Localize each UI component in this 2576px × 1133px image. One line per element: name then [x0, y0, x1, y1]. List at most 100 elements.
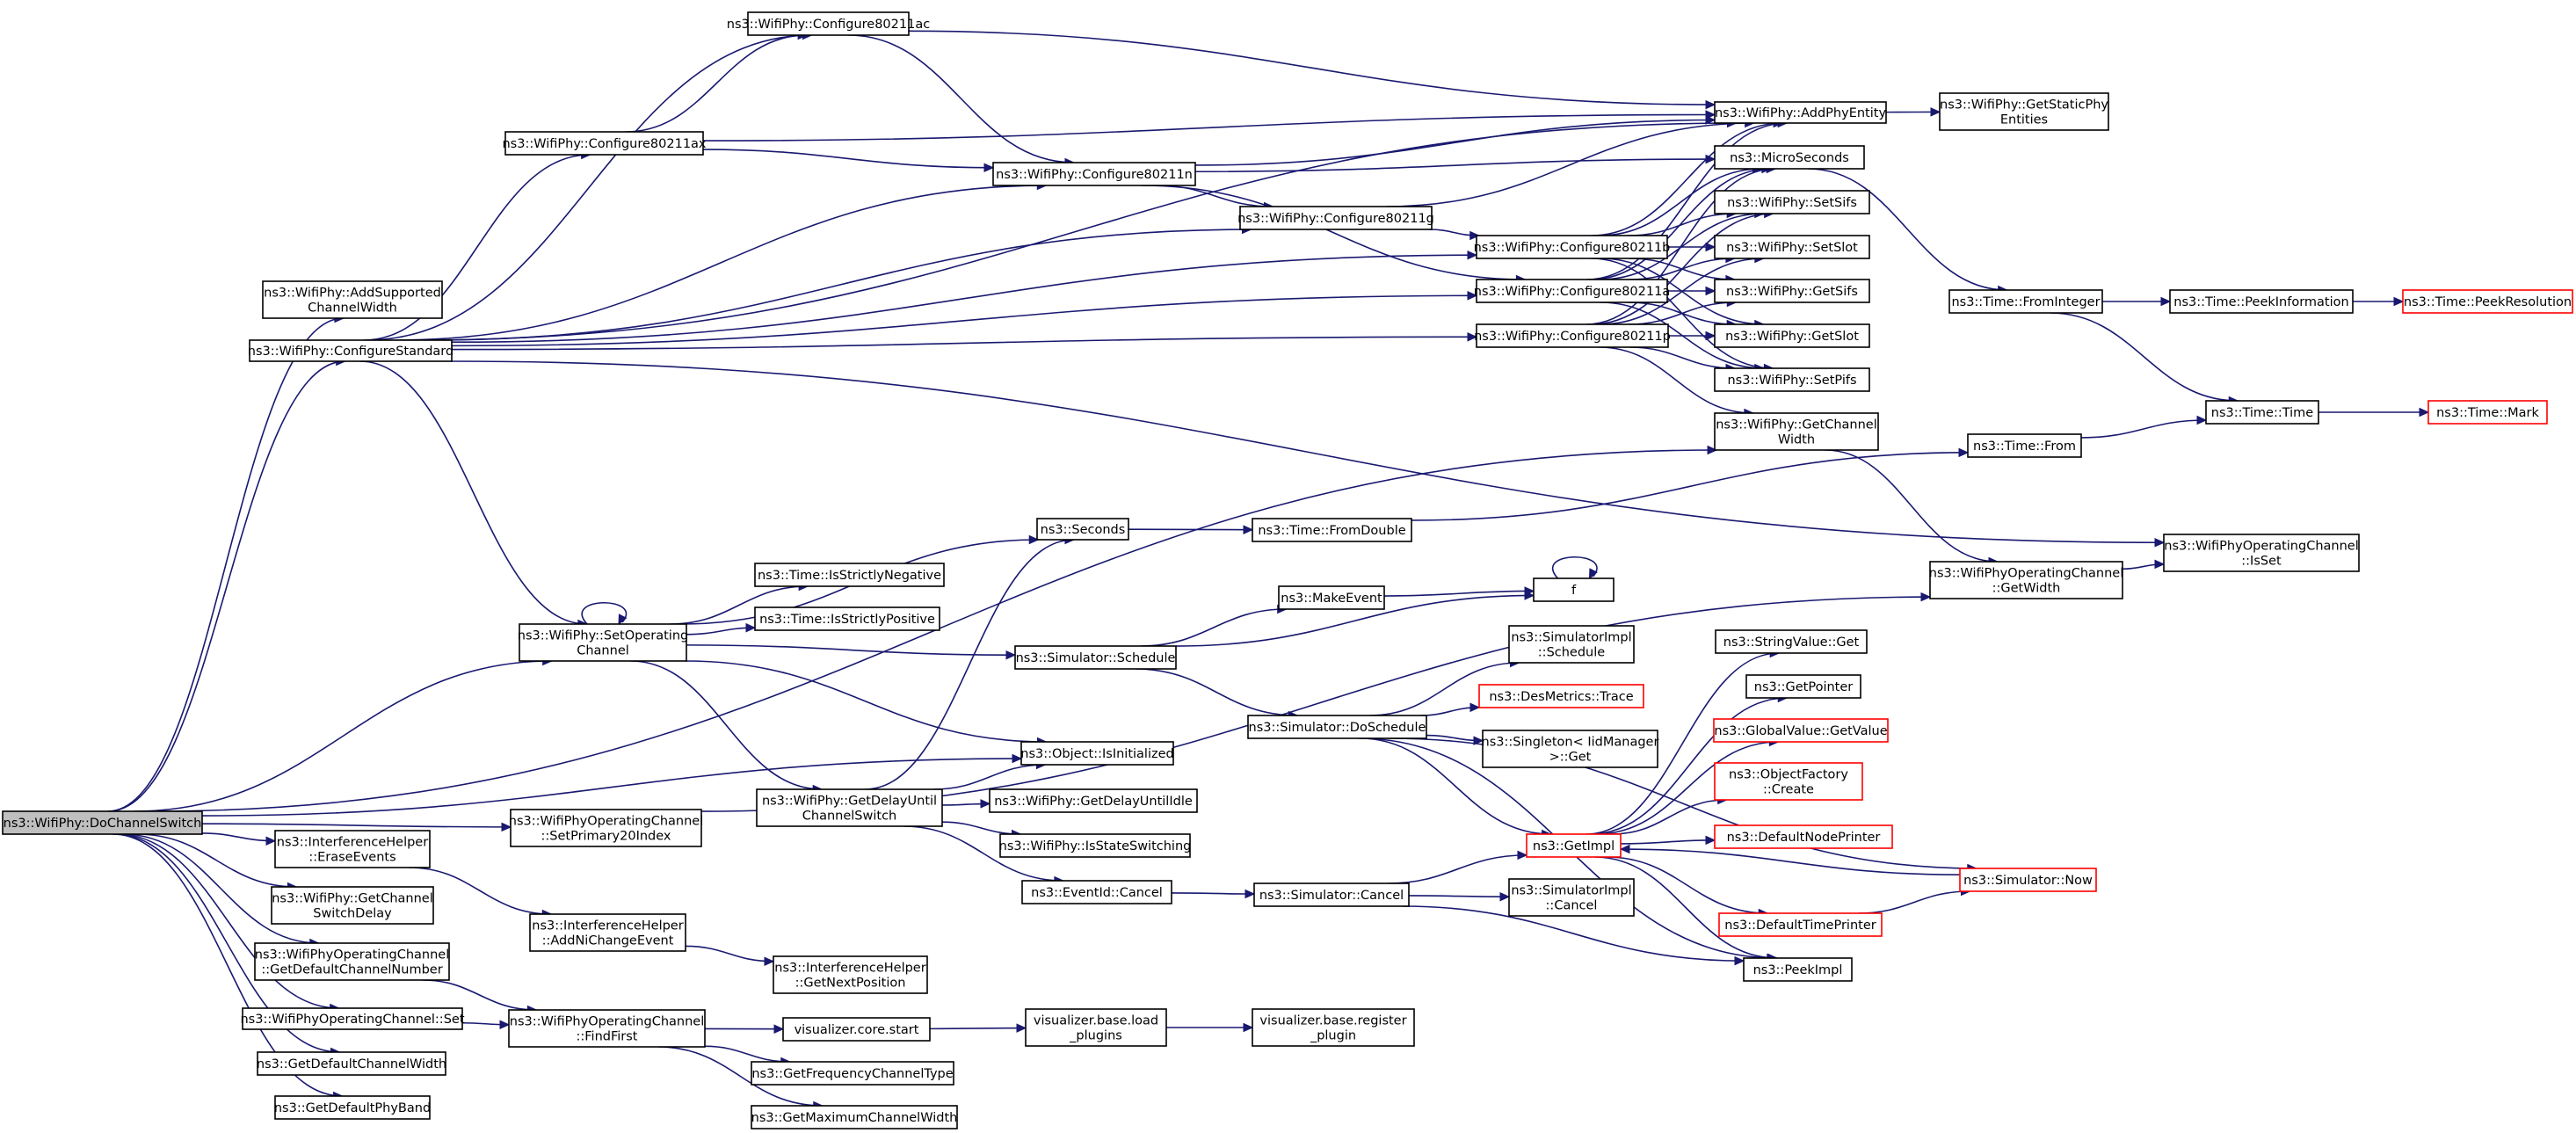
arrowhead: [1243, 1022, 1254, 1033]
edge-configure80211g-to-configure80211b: [1428, 229, 1480, 241]
node-simDoSchedule[interactable]: ns3::Simulator::DoSchedule: [1247, 715, 1427, 739]
node-label-configure80211a: ns3::WifiPhy::Configure80211a: [1474, 285, 1670, 299]
node-configure80211a[interactable]: ns3::WifiPhy::Configure80211a: [1474, 279, 1670, 303]
arrowhead: [2160, 296, 2172, 307]
arrowhead: [1734, 955, 1745, 966]
node-configure80211g[interactable]: ns3::WifiPhy::Configure80211g: [1237, 206, 1434, 230]
node-configure80211ax[interactable]: ns3::WifiPhy::Configure80211ax: [502, 131, 707, 156]
node-opChannelGetWidth[interactable]: ns3::WifiPhyOperatingChannel::GetWidth: [1929, 561, 2123, 599]
node-peekInformation[interactable]: ns3::Time::PeekInformation: [2169, 289, 2354, 314]
node-configure80211ac[interactable]: ns3::WifiPhy::Configure80211ac: [727, 11, 930, 36]
node-eraseEvents[interactable]: ns3::InterferenceHelper::EraseEvents: [274, 830, 431, 868]
arrowhead: [1469, 702, 1481, 713]
node-timeTime[interactable]: ns3::Time::Time: [2205, 400, 2319, 425]
node-desMetricsTrace[interactable]: ns3::DesMetrics::Trace: [1478, 684, 1644, 708]
arrowhead: [618, 614, 628, 626]
node-getDefaultPhyBand[interactable]: ns3::GetDefaultPhyBand: [274, 1095, 431, 1120]
node-singletonGet[interactable]: ns3::Singleton< IidManager>::Get: [1482, 730, 1659, 768]
node-label-simSchedule: ns3::Simulator::Schedule: [1016, 651, 1176, 665]
node-label-objectFactoryCreate: ns3::ObjectFactory: [1729, 768, 1848, 782]
node-seconds[interactable]: ns3::Seconds: [1036, 518, 1129, 541]
arrowhead: [1467, 332, 1478, 342]
node-setSlot[interactable]: ns3::WifiPhy::SetSlot: [1714, 235, 1870, 259]
node-timeMark[interactable]: ns3::Time::Mark: [2427, 400, 2548, 425]
node-timeFromInteger[interactable]: ns3::Time::FromInteger: [1948, 289, 2103, 314]
node-isInitialized[interactable]: ns3::Object::IsInitialized: [1020, 741, 1174, 766]
edge-timeFromInteger-to-peekInformation: [2102, 296, 2172, 307]
node-timeFromDouble[interactable]: ns3::Time::FromDouble: [1252, 518, 1412, 542]
node-addPhyEntity[interactable]: ns3::WifiPhy::AddPhyEntity: [1714, 101, 1887, 124]
arrowhead: [1588, 568, 1598, 580]
node-f[interactable]: f: [1533, 577, 1615, 602]
node-timeFrom[interactable]: ns3::Time::From: [1967, 433, 2082, 458]
node-label-simImplSchedule: ::Schedule: [1538, 646, 1605, 660]
node-isStrictlyPositive[interactable]: ns3::Time::IsStrictlyPositive: [754, 606, 940, 631]
node-label-singletonGet: ns3::Singleton< IidManager: [1482, 736, 1659, 750]
node-opChannelIsSet[interactable]: ns3::WifiPhyOperatingChannel::IsSet: [2163, 534, 2360, 572]
node-isStrictlyNegative[interactable]: ns3::Time::IsStrictlyNegative: [754, 563, 945, 587]
node-label-getMaximumChannelWidth: ns3::GetMaximumChannelWidth: [751, 1111, 958, 1125]
node-getFrequencyChannelType[interactable]: ns3::GetFrequencyChannelType: [751, 1061, 954, 1086]
edge-doChannelSwitch-to-setPrimary20Index: [201, 822, 512, 832]
node-label-makeEvent: ns3::MakeEvent: [1281, 592, 1382, 606]
node-configure80211p[interactable]: ns3::WifiPhy::Configure80211p: [1474, 323, 1671, 348]
edge-doChannelSwitch-to-configureStandard: [108, 356, 346, 812]
node-getMaximumChannelWidth[interactable]: ns3::GetMaximumChannelWidth: [751, 1105, 958, 1129]
node-setPifs[interactable]: ns3::WifiPhy::SetPifs: [1714, 367, 1870, 392]
node-globalValueGetValue[interactable]: ns3::GlobalValue::GetValue: [1713, 718, 1889, 743]
node-doChannelSwitch[interactable]: ns3::WifiPhy::DoChannelSwitch: [2, 810, 203, 835]
node-simSchedule[interactable]: ns3::Simulator::Schedule: [1014, 645, 1177, 670]
node-getImpl[interactable]: ns3::GetImpl: [1526, 833, 1622, 858]
node-peekResolution[interactable]: ns3::Time::PeekResolution: [2402, 289, 2573, 314]
node-eventIdCancel[interactable]: ns3::EventId::Cancel: [1021, 880, 1172, 904]
node-configure80211b[interactable]: ns3::WifiPhy::Configure80211b: [1474, 235, 1671, 259]
edge-configureStandard-to-configure80211a: [451, 291, 1478, 347]
node-getSifs[interactable]: ns3::WifiPhy::GetSifs: [1714, 279, 1870, 303]
edge-configure80211ax-to-configure80211ac: [625, 30, 809, 133]
arrowhead: [2393, 296, 2405, 307]
node-simCancel[interactable]: ns3::Simulator::Cancel: [1253, 882, 1410, 907]
node-stringValueGet[interactable]: ns3::StringValue::Get: [1715, 629, 1868, 654]
node-label-getDefaultChannelWidth: ns3::GetDefaultChannelWidth: [257, 1057, 446, 1071]
node-configure80211n[interactable]: ns3::WifiPhy::Configure80211n: [992, 162, 1196, 186]
node-makeEvent[interactable]: ns3::MakeEvent: [1278, 585, 1385, 610]
node-setSifs[interactable]: ns3::WifiPhy::SetSifs: [1714, 190, 1870, 214]
node-getPointer[interactable]: ns3::GetPointer: [1745, 674, 1861, 699]
edge-configure80211n-to-addPhyEntity: [1194, 115, 1716, 166]
node-defaultTimePrinter[interactable]: ns3::DefaultTimePrinter: [1718, 912, 1883, 937]
node-getDelayUntilIdle[interactable]: ns3::WifiPhy::GetDelayUntilIdle: [989, 788, 1198, 813]
edge-seconds-to-timeFromDouble: [1128, 525, 1254, 534]
node-getDefaultChannelNumber[interactable]: ns3::WifiPhyOperatingChannel::GetDefault…: [254, 942, 450, 981]
node-simImplSchedule[interactable]: ns3::SimulatorImpl::Schedule: [1508, 625, 1635, 664]
node-setPrimary20Index[interactable]: ns3::WifiPhyOperatingChannel::SetPrimary…: [509, 809, 703, 847]
node-getDefaultChannelWidth[interactable]: ns3::GetDefaultChannelWidth: [257, 1051, 446, 1076]
node-vizCoreStart[interactable]: visualizer.core.start: [782, 1017, 931, 1042]
node-simNow[interactable]: ns3::Simulator::Now: [1959, 868, 2097, 892]
node-label-isStrictlyPositive: ns3::Time::IsStrictlyPositive: [759, 613, 935, 627]
node-getSlot[interactable]: ns3::WifiPhy::GetSlot: [1714, 323, 1870, 348]
node-simImplCancel[interactable]: ns3::SimulatorImpl::Cancel: [1508, 878, 1635, 917]
node-defaultNodePrinter[interactable]: ns3::DefaultNodePrinter: [1714, 824, 1893, 849]
node-opChannelSet[interactable]: ns3::WifiPhyOperatingChannel::Set: [240, 1007, 465, 1030]
node-microSeconds[interactable]: ns3::MicroSeconds: [1714, 145, 1865, 170]
node-objectFactoryCreate[interactable]: ns3::ObjectFactory::Create: [1714, 762, 1863, 801]
node-vizRegisterPlugin[interactable]: visualizer.base.register_plugin: [1252, 1008, 1415, 1047]
node-configureStandard[interactable]: ns3::WifiPhy::ConfigureStandard: [248, 339, 454, 362]
arrowhead: [1005, 650, 1017, 660]
node-isStateSwitching[interactable]: ns3::WifiPhy::IsStateSwitching: [999, 833, 1192, 858]
arrowhead: [1619, 844, 1630, 854]
node-getNextPosition[interactable]: ns3::InterferenceHelper::GetNextPosition: [773, 955, 928, 994]
arrowhead: [1930, 107, 1941, 117]
node-vizLoadPlugins[interactable]: visualizer.base.load_plugins: [1025, 1008, 1167, 1047]
edge-configure80211ax-to-configure80211n: [702, 149, 995, 173]
node-findFirst[interactable]: ns3::WifiPhyOperatingChannel::FindFirst: [508, 1009, 706, 1048]
node-addNiChangeEvent[interactable]: ns3::InterferenceHelper::AddNiChangeEven…: [529, 913, 686, 952]
node-peekImpl[interactable]: ns3::PeekImpl: [1743, 957, 1853, 982]
edge-configure80211p-to-setSifs: [1591, 208, 1774, 325]
